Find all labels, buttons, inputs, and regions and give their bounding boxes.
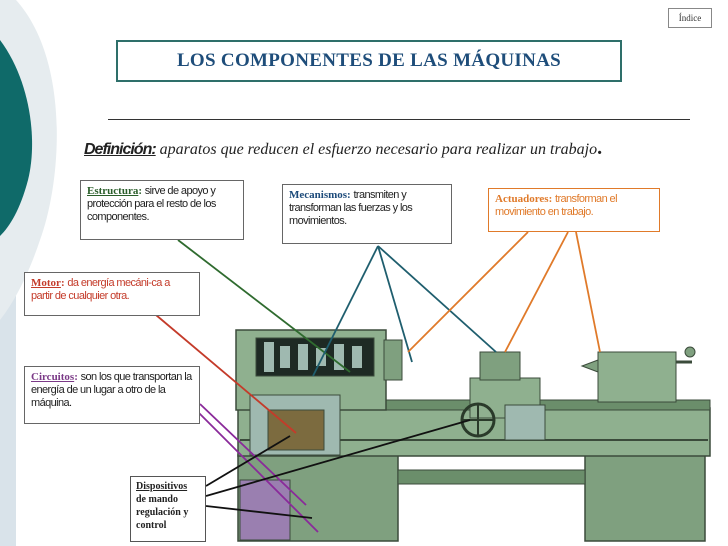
gears: [264, 342, 362, 372]
estructura-pointer: [177, 239, 351, 373]
title-box: LOS COMPONENTES DE LAS MÁQUINAS: [116, 40, 622, 82]
definition-end: .: [597, 137, 603, 159]
motor-desc: da energía mecáni-ca a partir de cualqui…: [31, 277, 170, 302]
motor-pointer: [155, 314, 297, 434]
mecanismos-pointer-1: [312, 245, 379, 377]
dispositivos-line4: control: [136, 520, 167, 531]
mecanismos-pointer-3: [377, 245, 497, 353]
dispositivos-pointer-2: [205, 419, 471, 497]
dispositivos-line1: Dispositivos: [136, 481, 188, 492]
motor-box: Motor: da energía mecáni-ca a partir de …: [24, 272, 200, 316]
circuitos-pointer-2: [197, 411, 319, 533]
actuadores-pointer-1: [407, 231, 529, 353]
tailstock-handwheel: [684, 346, 696, 358]
lathe-right-pedestal: [584, 454, 706, 542]
motor-term: Motor: [31, 277, 61, 289]
lathe-machine: [235, 329, 711, 542]
dispositivos-box: Dispositivos de mando regulación y contr…: [130, 476, 206, 542]
circuitos-desc: son los que transportan la energía de un…: [31, 371, 192, 409]
definition-label: Definición:: [84, 141, 157, 158]
teal-wave: [0, 40, 33, 236]
mecanismos-desc: transmiten y transforman las fuerzas y l…: [289, 189, 413, 227]
circuitos-box: Circuitos: son los que transportan la en…: [24, 366, 200, 424]
apron: [504, 404, 546, 441]
dispositivos-line3: regulación y: [136, 507, 189, 518]
estructura-desc: sirve de apoyo y protección para el rest…: [87, 185, 216, 223]
title-divider: [108, 119, 690, 120]
dispositivos-line2: de mando: [136, 494, 178, 505]
estructura-term: Estructura: [87, 185, 139, 197]
dispositivos-pointer-1: [205, 435, 291, 487]
index-button[interactable]: Índice: [668, 8, 712, 28]
actuadores-term: Actuadores: [495, 193, 549, 205]
tailstock: [597, 351, 677, 403]
definition-text: aparatos que reducen el esfuerzo necesar…: [159, 141, 598, 158]
mecanismos-term: Mecanismos: [289, 189, 348, 201]
tool-post: [479, 351, 521, 381]
definition-line: Definición: aparatos que reducen el esfu…: [84, 137, 602, 160]
page-title: LOS COMPONENTES DE LAS MÁQUINAS: [176, 50, 562, 71]
actuadores-pointer-2: [504, 231, 569, 353]
actuadores-desc: transforman el movimiento en trabajo.: [495, 193, 618, 218]
pointer-lines: [155, 231, 601, 533]
actuadores-box: Actuadores: transforman el movimiento en…: [488, 188, 660, 232]
lathe-chip-tray: [397, 469, 586, 485]
tailstock-center: [580, 359, 599, 373]
spindle-chuck: [383, 339, 403, 381]
mecanismos-pointer-2: [377, 245, 413, 363]
circuitos-term: Circuitos: [31, 371, 75, 383]
dispositivos-pointer-3: [205, 505, 313, 519]
actuadores-pointer-3: [575, 231, 601, 353]
mecanismos-box: Mecanismos: transmiten y transforman las…: [282, 184, 452, 244]
estructura-box: Estructura: sirve de apoyo y protección …: [80, 180, 244, 240]
circuitos-pointer-1: [199, 403, 307, 506]
